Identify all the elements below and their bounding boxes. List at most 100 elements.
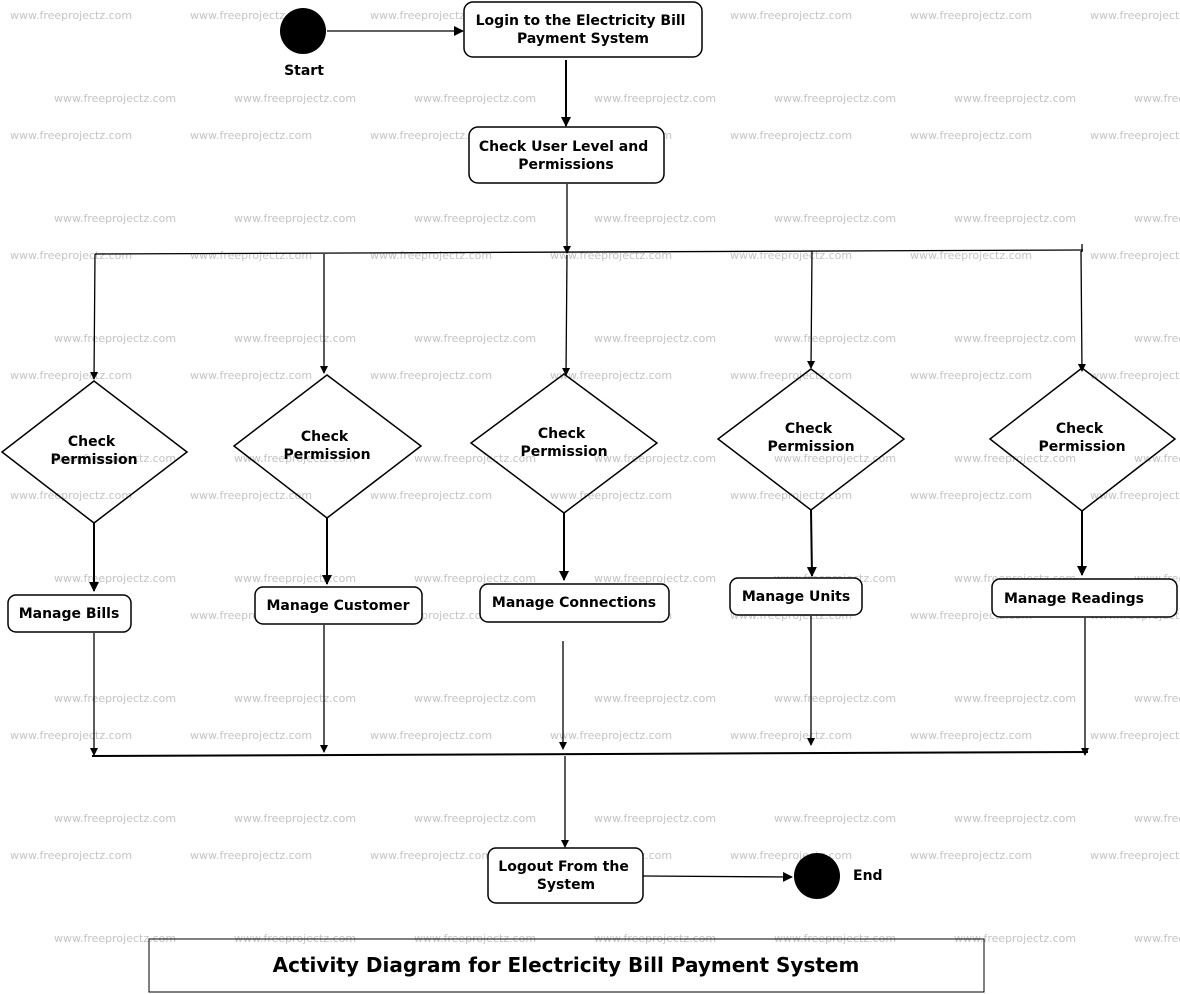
watermark-text: www.freeprojectz.com xyxy=(730,249,852,262)
watermark-text: www.freeprojectz.com xyxy=(594,212,716,225)
watermark-text: www.freeprojectz.com xyxy=(910,249,1032,262)
check-user-level-label: Check User Level and Permissions xyxy=(479,139,653,173)
watermark-text: www.freeprojectz.com xyxy=(910,729,1032,742)
decision-5-line-2: Permission xyxy=(1038,439,1125,455)
watermark-text: www.freeprojectz.com xyxy=(594,692,716,705)
watermark-text: www.freeprojectz.com xyxy=(910,129,1032,142)
manage-customer-action xyxy=(254,586,423,625)
manage-units-label: Manage Units xyxy=(742,589,850,605)
watermark-text: www.freeprojectz.com xyxy=(10,129,132,142)
watermark-text: www.freeprojectz.com xyxy=(1090,249,1180,262)
watermark-text: www.freeprojectz.com xyxy=(730,369,852,382)
watermark-text: www.freeprojectz.com xyxy=(594,452,716,465)
watermark-text: www.freeprojectz.com xyxy=(10,729,132,742)
decision-3-line-2: Permission xyxy=(520,444,607,460)
watermark-text: www.freeprojectz.com xyxy=(550,729,672,742)
watermark-text: www.freeprojectz.com xyxy=(1134,332,1180,345)
watermark-text: www.freeprojectz.com xyxy=(234,332,356,345)
watermark-text: www.freeprojectz.com xyxy=(954,812,1076,825)
watermark-text: www.freeprojectz.com xyxy=(550,369,672,382)
watermark-text: www.freeprojectz.com xyxy=(190,489,312,502)
watermark-text: www.freeprojectz.com xyxy=(1134,932,1180,945)
watermark-text: www.freeprojectz.com xyxy=(10,9,132,22)
watermark-text: www.freeprojectz.com xyxy=(54,932,176,945)
watermark-text: www.freeprojectz.com xyxy=(1090,369,1180,382)
watermark-text: www.freeprojectz.com xyxy=(730,129,852,142)
end-label: End xyxy=(853,868,883,884)
edge-fork-to-decision-1 xyxy=(90,253,99,380)
logout-line-1: Logout From the xyxy=(498,859,629,875)
watermark-text: www.freeprojectz.com xyxy=(910,369,1032,382)
watermark-text: www.freeprojectz.com xyxy=(54,212,176,225)
watermark-text: www.freeprojectz.com xyxy=(234,212,356,225)
watermark-text: www.freeprojectz.com xyxy=(370,129,492,142)
watermark-text: www.freeprojectz.com xyxy=(774,332,896,345)
watermark-text: www.freeprojectz.com xyxy=(190,369,312,382)
watermark-text: www.freeprojectz.com xyxy=(370,849,492,862)
login-action xyxy=(463,1,703,58)
fork-bar xyxy=(94,249,1084,255)
watermark-text: www.freeprojectz.com xyxy=(370,489,492,502)
watermark-text: www.freeprojectz.com xyxy=(414,692,536,705)
watermark-text: www.freeprojectz.com xyxy=(190,729,312,742)
watermark-text: www.freeprojectz.com xyxy=(370,729,492,742)
watermark-text: www.freeprojectz.com xyxy=(370,9,492,22)
check-user-line-2: Permissions xyxy=(518,157,613,173)
end-node xyxy=(794,853,840,899)
watermark-text: www.freeprojectz.com xyxy=(54,692,176,705)
watermark-text: www.freeprojectz.com xyxy=(774,812,896,825)
watermark-text: www.freeprojectz.com xyxy=(1090,489,1180,502)
logout-line-2: System xyxy=(537,877,595,893)
manage-connections-label: Manage Connections xyxy=(492,595,656,611)
watermark-text: www.freeprojectz.com xyxy=(594,92,716,105)
watermark-text: www.freeprojectz.com xyxy=(910,489,1032,502)
decision-5-line-1: Check xyxy=(1056,421,1104,437)
watermark-text: www.freeprojectz.com xyxy=(414,332,536,345)
watermark-text: www.freeprojectz.com xyxy=(910,9,1032,22)
watermark-text: www.freeprojectz.com xyxy=(594,572,716,585)
edge-fork-to-decision-3 xyxy=(562,254,571,376)
decision-4-line-2: Permission xyxy=(767,439,854,455)
decision-4-label: Check Permission xyxy=(767,421,854,455)
login-action-label: Login to the Electricity Bill Payment Sy… xyxy=(476,13,691,47)
manage-readings-action xyxy=(991,578,1178,618)
watermark-text: www.freeprojectz.com xyxy=(54,572,176,585)
watermark-text: www.freeprojectz.com xyxy=(54,92,176,105)
start-label: Start xyxy=(284,63,324,79)
diagram-title-box xyxy=(148,938,985,993)
manage-connections-action xyxy=(479,583,670,623)
watermark-text: www.freeprojectz.com xyxy=(594,812,716,825)
watermark-text: www.freeprojectz.com xyxy=(234,692,356,705)
edge-logout-to-end xyxy=(642,871,793,882)
watermark-text: www.freeprojectz.com xyxy=(190,9,312,22)
decision-1-line-1: Check xyxy=(68,434,116,450)
watermark-text: www.freeprojectz.com xyxy=(10,249,132,262)
manage-bills-action xyxy=(7,594,132,633)
watermark-text: www.freeprojectz.com xyxy=(414,212,536,225)
watermark-text: www.freeprojectz.com xyxy=(10,489,132,502)
diagram-title: Activity Diagram for Electricity Bill Pa… xyxy=(273,953,860,977)
watermark-text: www.freeprojectz.com xyxy=(594,332,716,345)
login-label-line-1: Login to the Electricity Bill xyxy=(476,13,686,29)
watermark-text: www.freeprojectz.com xyxy=(954,932,1076,945)
edge-decision-4-to-manage-units xyxy=(806,509,817,577)
watermark-text: www.freeprojectz.com xyxy=(1090,849,1180,862)
edge-fork-to-decision-5 xyxy=(1077,250,1086,372)
watermark-text: www.freeprojectz.com xyxy=(414,92,536,105)
watermark-text: www.freeprojectz.com xyxy=(1134,212,1180,225)
watermark-text: www.freeprojectz.com xyxy=(774,212,896,225)
decision-2-label: Check Permission xyxy=(283,429,370,463)
watermark-text: www.freeprojectz.com xyxy=(10,849,132,862)
manage-bills-label: Manage Bills xyxy=(19,606,120,622)
watermark-text: www.freeprojectz.com xyxy=(234,452,356,465)
watermark-text: www.freeprojectz.com xyxy=(1090,129,1180,142)
decision-1-label: Check Permission xyxy=(50,434,137,468)
watermark-text: www.freeprojectz.com xyxy=(954,692,1076,705)
watermark-text: www.freeprojectz.com xyxy=(1134,92,1180,105)
watermark-text: www.freeprojectz.com xyxy=(190,849,312,862)
decision-2-line-2: Permission xyxy=(283,447,370,463)
watermark-text: www.freeprojectz.com xyxy=(54,812,176,825)
watermark-text: www.freeprojectz.com xyxy=(414,572,536,585)
